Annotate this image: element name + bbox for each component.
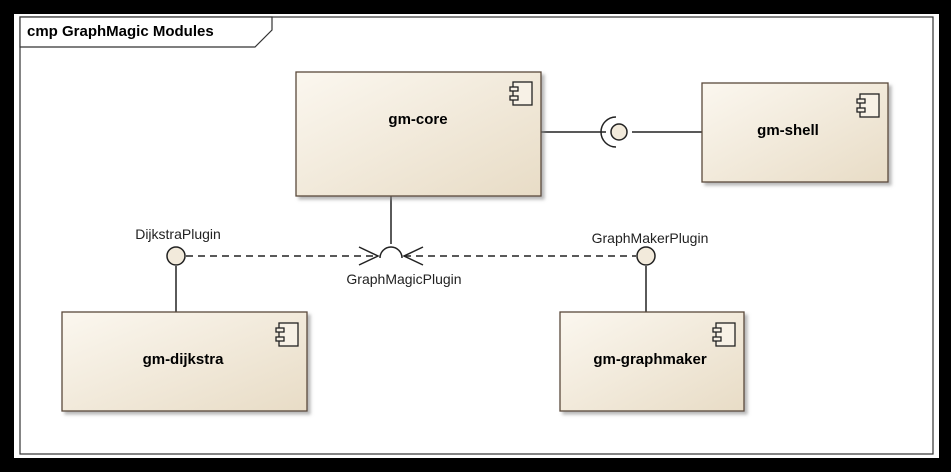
dijkstra-plugin-label: DijkstraPlugin: [135, 226, 221, 242]
component-gm-dijkstra[interactable]: [61, 311, 308, 412]
frame-title: cmp GraphMagic Modules: [27, 23, 214, 40]
dependencies: [186, 246, 636, 266]
component-icon: [275, 322, 299, 347]
component-icon: [856, 93, 880, 118]
gm-graphmaker-name: gm-graphmaker: [593, 351, 707, 368]
graphmagic-plugin-socket: [379, 246, 403, 259]
shell-interface: [600, 116, 628, 148]
core-required-socket: [600, 116, 617, 148]
dijkstra-dependency-arrowhead: [358, 246, 380, 266]
frame-border: [19, 16, 934, 455]
component-icon: [712, 322, 736, 347]
component-gm-core[interactable]: [295, 71, 542, 197]
graphmaker-plugin-label: GraphMakerPlugin: [592, 230, 709, 246]
gm-dijkstra-name: gm-dijkstra: [143, 351, 225, 368]
dijkstra-plugin-interface: [166, 246, 186, 266]
connectors: [175, 131, 702, 312]
component-icon: [509, 81, 533, 106]
graphmaker-dependency-arrowhead: [402, 246, 424, 266]
graphmagic-plugin-label: GraphMagicPlugin: [346, 271, 461, 287]
frame-title-tab: cmp GraphMagic Modules: [19, 16, 273, 48]
graphmaker-plugin-interface: [636, 246, 656, 266]
gm-shell-name: gm-shell: [757, 122, 819, 139]
shell-provided-interface: [610, 123, 628, 141]
gm-core-name: gm-core: [388, 111, 447, 128]
